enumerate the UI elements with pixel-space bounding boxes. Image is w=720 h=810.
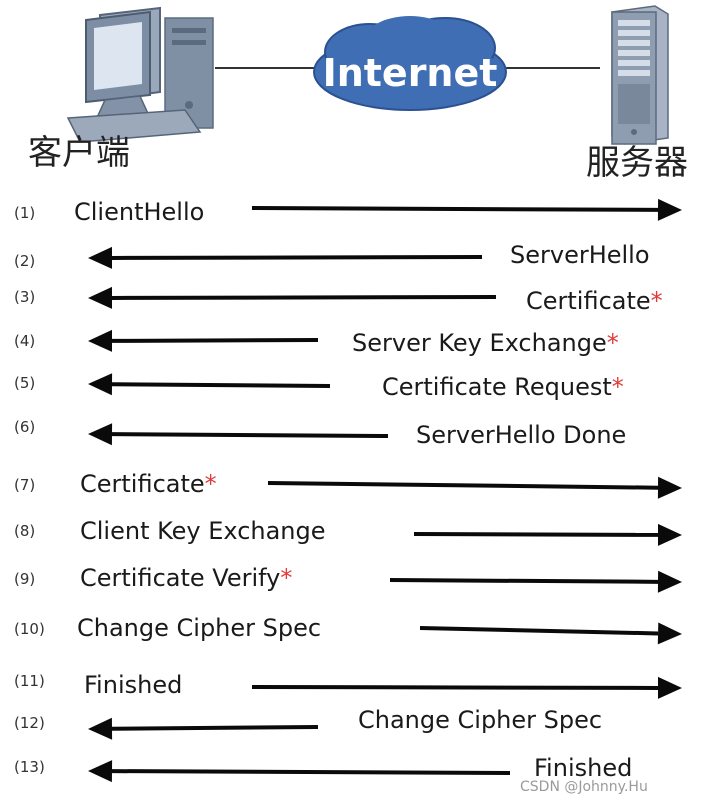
step-number: (7) xyxy=(14,476,36,494)
step-number: (3) xyxy=(14,288,36,306)
arrow-client-to-server xyxy=(251,676,682,699)
arrow-client-to-server xyxy=(267,476,682,499)
step-number: (5) xyxy=(14,374,36,392)
message-label: ServerHello xyxy=(510,241,650,269)
arrow-client-to-server xyxy=(389,570,682,593)
server-label: 服务器 xyxy=(586,143,688,183)
arrow-server-to-client xyxy=(88,329,319,352)
step-number: (10) xyxy=(14,620,45,638)
step-number: (1) xyxy=(14,204,36,222)
arrow-client-to-server xyxy=(251,198,682,221)
step-number: (2) xyxy=(14,252,36,270)
message-label: Server Key Exchange* xyxy=(352,329,619,357)
message-label: Client Key Exchange xyxy=(80,517,326,545)
arrow-client-to-server xyxy=(419,622,682,645)
client-label: 客户端 xyxy=(28,133,130,173)
step-number: (13) xyxy=(14,758,45,776)
server-tower-icon xyxy=(611,5,669,145)
arrow-client-to-server xyxy=(413,523,682,546)
arrow-server-to-client xyxy=(88,717,319,740)
arrow-server-to-client xyxy=(88,246,483,269)
message-label: ClientHello xyxy=(74,198,205,226)
message-label: Certificate* xyxy=(80,470,217,498)
internet-label: Internet xyxy=(323,51,498,95)
message-label: ServerHello Done xyxy=(416,421,627,449)
arrow-server-to-client xyxy=(88,423,389,446)
message-label: Certificate Request* xyxy=(382,373,624,401)
step-number: (6) xyxy=(14,418,36,436)
arrow-server-to-client xyxy=(88,373,331,396)
message-label: Certificate Verify* xyxy=(80,564,293,592)
network-illustration: Internet xyxy=(66,5,669,145)
message-label: Change Cipher Spec xyxy=(358,706,603,734)
internet-cloud-icon: Internet xyxy=(313,16,507,111)
message-label: Finished xyxy=(534,754,633,782)
desktop-computer-icon xyxy=(66,6,214,143)
message-label: Change Cipher Spec xyxy=(77,614,322,642)
step-number: (8) xyxy=(14,522,36,540)
step-number: (11) xyxy=(14,672,45,690)
arrow-server-to-client xyxy=(88,760,511,783)
watermark: CSDN @Johnny.Hu xyxy=(520,779,648,795)
message-label: Finished xyxy=(84,671,183,699)
step-number: (9) xyxy=(14,570,36,588)
step-number: (12) xyxy=(14,714,45,732)
arrow-server-to-client xyxy=(88,286,497,309)
step-number: (4) xyxy=(14,332,36,350)
message-label: Certificate* xyxy=(526,287,663,315)
